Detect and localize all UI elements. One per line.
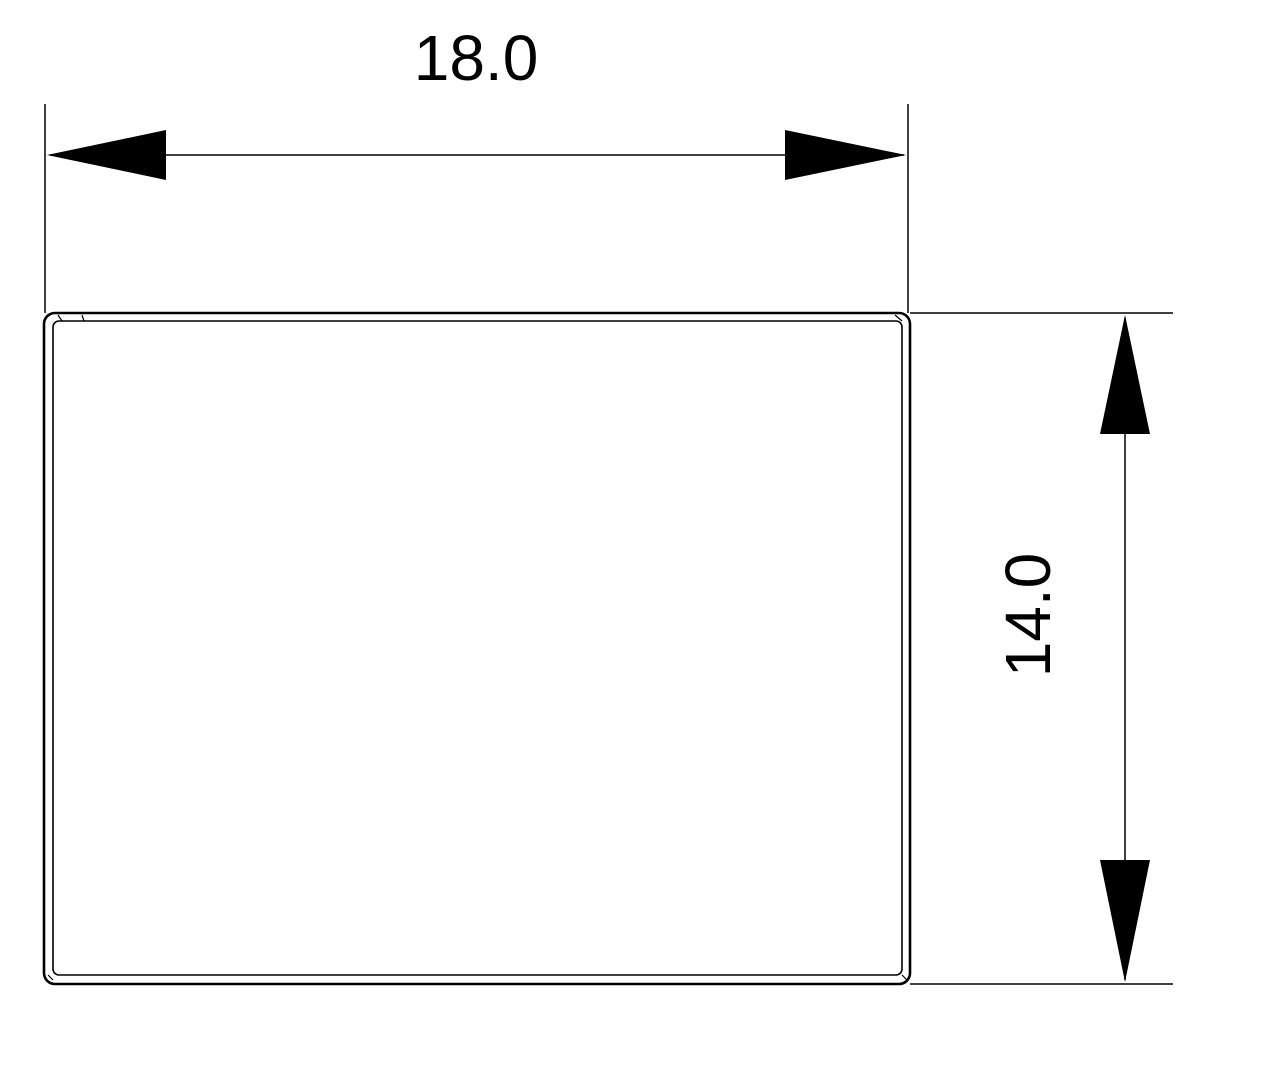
height-dimension-label: 14.0 <box>992 553 1064 678</box>
width-dimension-label: 18.0 <box>414 22 539 94</box>
width-arrowhead-right <box>785 130 906 180</box>
width-arrowhead-left <box>47 130 166 180</box>
height-arrowhead-bottom <box>1100 860 1150 982</box>
corner-chamfer-marks <box>47 314 908 981</box>
part-outline-outer <box>42 311 912 986</box>
height-arrowhead-top <box>1100 315 1150 434</box>
part-outline-inner <box>52 320 903 976</box>
